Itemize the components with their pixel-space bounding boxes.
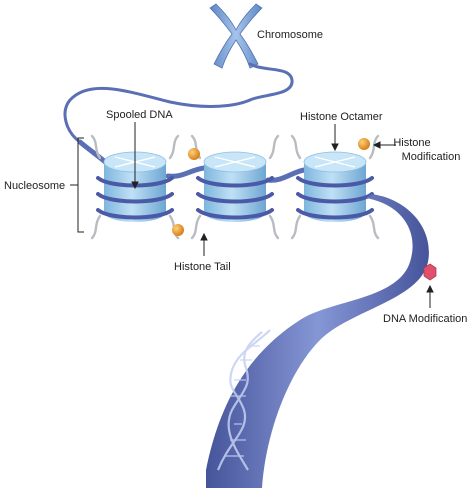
nucleosome-2 [190, 134, 280, 240]
histone-modification-dot [172, 224, 184, 236]
histone-modification-dot [188, 148, 200, 160]
spooled-dna-label: Spooled DNA [106, 109, 173, 121]
nucleosome-bracket [70, 137, 84, 233]
dna-modification-marker [423, 263, 437, 281]
dna-fiber [206, 194, 429, 488]
chromosome-label: Chromosome [257, 29, 323, 41]
histone-tail-label: Histone Tail [174, 261, 231, 273]
histone-octamer-label: Histone Octamer [300, 111, 383, 123]
nucleosome-label: Nucleosome [4, 180, 65, 192]
chromosome [209, 3, 263, 69]
histone-modification-label-1: Histone [393, 137, 430, 149]
linker-dna [63, 62, 307, 183]
histone-modification-label-2: Modification [402, 151, 461, 163]
histone-tails-3 [290, 134, 380, 240]
histone-modification-dot [358, 138, 370, 150]
dna-modification-label: DNA Modification [383, 313, 467, 325]
annotation-arrows [131, 122, 434, 308]
nucleosome-3 [290, 134, 380, 240]
double-helix [216, 329, 271, 471]
